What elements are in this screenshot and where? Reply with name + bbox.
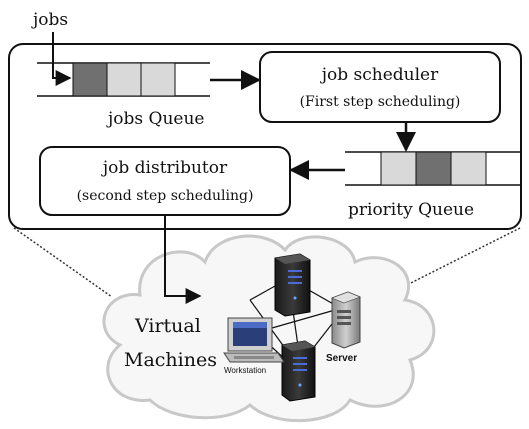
zoom-line-right <box>382 227 521 298</box>
server-icon <box>331 291 361 349</box>
workstation-label: Workstation <box>224 366 266 375</box>
job-distributor-title: job distributor <box>101 158 228 178</box>
server-tower-icon <box>281 340 316 402</box>
server-label: Server <box>326 353 357 364</box>
queue-slot <box>380 151 417 186</box>
jobs-queue <box>37 62 210 97</box>
priority-queue <box>345 151 520 186</box>
job-distributor-subtitle: (second step scheduling) <box>77 188 254 204</box>
priority-queue-label: priority Queue <box>348 200 474 220</box>
queue-slot <box>415 151 452 186</box>
dispatch-arrow <box>164 215 202 304</box>
jobs-incoming-arrow <box>52 32 72 86</box>
zoom-line-left <box>13 227 113 298</box>
machines-label: Machines <box>124 349 217 371</box>
job-scheduler-title: job scheduler <box>320 65 439 85</box>
jobs-queue-label: jobs Queue <box>106 109 204 129</box>
jobs-label: jobs <box>31 10 68 30</box>
scheduler-frame <box>8 43 522 230</box>
job-scheduler-subtitle: (First step scheduling) <box>300 94 461 110</box>
workstation-icon <box>223 317 285 363</box>
queue-slot <box>140 62 176 97</box>
queue-slot <box>72 62 108 97</box>
server-tower-icon <box>274 253 311 317</box>
queue-slot <box>106 62 142 97</box>
job-scheduler-box <box>259 51 501 123</box>
queue-slot <box>450 151 487 186</box>
virtual-label: Virtual <box>134 315 201 337</box>
